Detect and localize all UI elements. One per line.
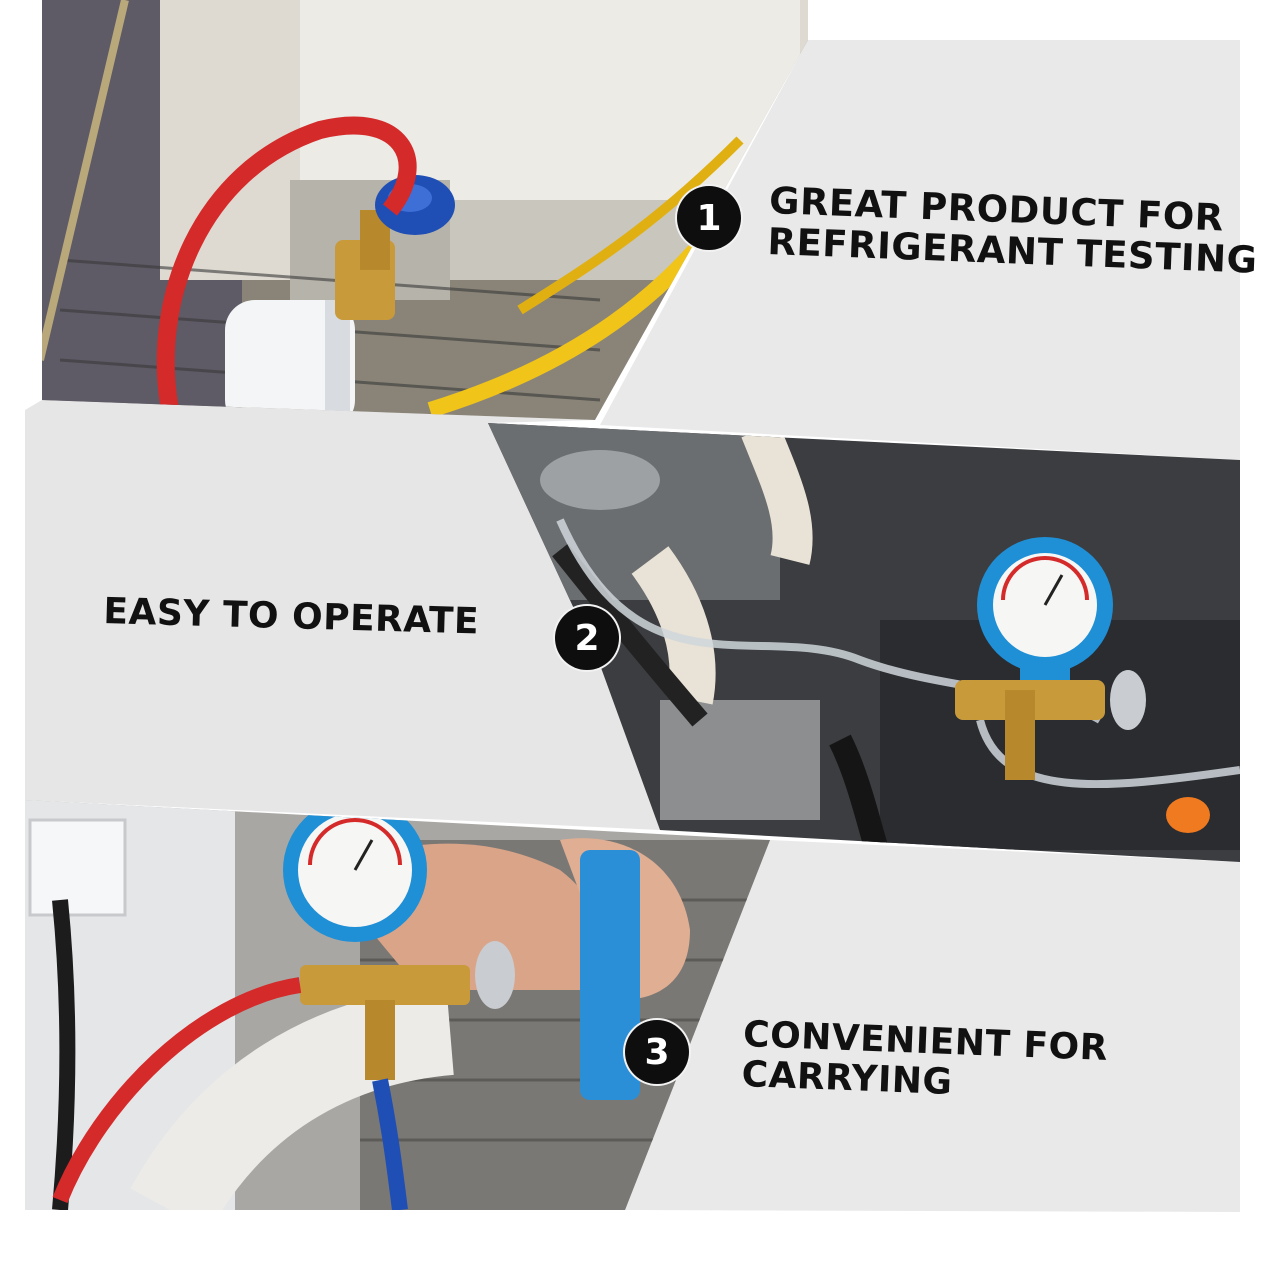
- step-badge-3: 3: [625, 1020, 689, 1084]
- gray-band-middle: [25, 400, 660, 830]
- step-badge-2: 2: [555, 606, 619, 670]
- refrigerant-can-icon: [225, 300, 355, 420]
- caption-convenient-carrying: CONVENIENT FOR CARRYING: [741, 1014, 1109, 1110]
- step-badge-1: 1: [677, 186, 741, 250]
- gray-band-top: [600, 40, 1240, 460]
- gray-band-bottom: [625, 840, 1240, 1212]
